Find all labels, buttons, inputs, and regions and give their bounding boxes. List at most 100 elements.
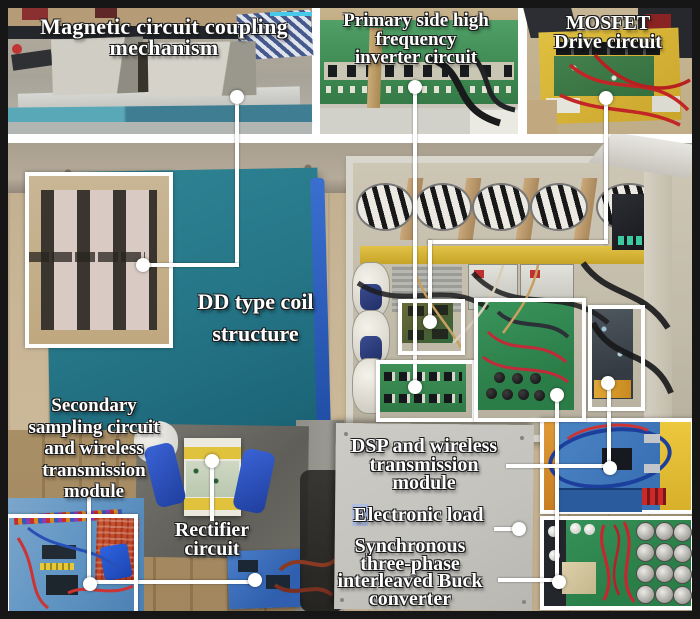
enclosure-right-wall	[644, 170, 672, 420]
silver-connector	[644, 434, 660, 443]
black-cable-graphic	[428, 51, 516, 127]
callout-dot-mosfet-top	[599, 91, 613, 105]
label-line: three-phase	[360, 552, 460, 575]
coil-tab-row	[29, 252, 145, 262]
label-buck: Synchronous three-phase interleaved Buck…	[310, 535, 510, 610]
callout-dot-eload	[512, 522, 526, 536]
highlighted-letter: E	[352, 504, 368, 526]
callout-line-secondary-h	[87, 580, 257, 584]
capacitor	[584, 524, 595, 535]
callout-dot-secondary-right	[248, 573, 262, 587]
label-line: sampling circuit	[28, 416, 160, 438]
callout-dot-darkpcb	[601, 376, 615, 390]
red-wires-graphic	[482, 310, 570, 384]
callout-dot-buck-inset	[552, 575, 566, 589]
capacitor	[673, 523, 692, 542]
red-object	[645, 14, 671, 32]
callout-line-mosfet-v1	[604, 98, 608, 244]
label-electronic-load: Electronic load	[332, 504, 504, 526]
label-line: Magnetic circuit coupling	[40, 14, 288, 39]
mcu-chip	[46, 575, 78, 595]
label-line: transmission	[369, 453, 479, 476]
capacitor	[548, 526, 559, 537]
callout-dot-primary-pcb	[408, 380, 422, 394]
screw	[340, 598, 344, 602]
colored-wires-graphic	[16, 526, 134, 610]
yellow-header	[40, 563, 74, 570]
label-line: structure	[212, 321, 299, 346]
cyan-cable	[270, 12, 312, 16]
capacitor	[636, 543, 655, 562]
label-line: lectronic load	[367, 504, 484, 526]
callout-line-secondary-v	[87, 497, 91, 584]
callout-dot-secondary-left	[83, 577, 97, 591]
label-magnetic: Magnetic circuit coupling mechanism	[16, 14, 312, 60]
callout-dot-primary-top	[408, 80, 422, 94]
shelf-wood	[8, 8, 312, 26]
component-row	[384, 372, 462, 381]
capacitor	[673, 565, 692, 584]
screw	[520, 436, 524, 440]
label-secondary: Secondary sampling circuit and wireless …	[4, 395, 184, 503]
rectifier-yellow-stripe-top	[184, 447, 241, 459]
igbt-module	[562, 562, 596, 594]
label-line: Secondary	[51, 395, 137, 416]
capacitor	[534, 390, 545, 401]
callout-dot-magnetic-top	[230, 90, 244, 104]
callout-line-bigpcb-buck	[555, 395, 559, 582]
label-mosfet: MOSFET Drive circuit	[527, 13, 689, 52]
callout-line-magnetic-v	[235, 97, 239, 267]
label-line: Rectifier	[174, 519, 250, 541]
table-edge	[8, 122, 312, 134]
long-pcb-box	[376, 360, 476, 422]
screw	[344, 432, 348, 436]
toroid-transformer	[356, 183, 414, 231]
pcb-chip	[432, 305, 448, 315]
callout-dot-coil	[136, 258, 150, 272]
relay-red-marker	[474, 270, 484, 278]
capacitor	[530, 373, 541, 384]
capacitor	[655, 585, 674, 604]
label-line: Synchronous	[354, 535, 466, 557]
capacitor	[636, 585, 655, 604]
mosfet-row	[328, 65, 448, 77]
callout-line-magnetic-h	[141, 263, 239, 267]
callout-dot-dsp-inset	[603, 461, 617, 475]
capacitor	[636, 522, 655, 541]
heatsink-row	[556, 42, 660, 55]
capacitor	[673, 544, 692, 563]
red-wires-graphic	[600, 521, 636, 603]
insulator-blue-core	[360, 336, 382, 362]
dark-pcb-box	[588, 305, 645, 411]
label-line: circuit	[184, 538, 240, 560]
red-wires-graphic	[559, 53, 691, 127]
silver-connector	[644, 464, 660, 473]
big-pcb-box	[474, 298, 586, 422]
label-line: DD type coil	[197, 289, 314, 314]
pcb-lower-section	[557, 488, 642, 512]
label-line: Primary side high	[343, 10, 489, 31]
small-pcb-box	[398, 299, 465, 355]
callout-line-primary	[413, 87, 417, 387]
pcb-chip	[42, 545, 76, 559]
capacitor	[518, 389, 529, 400]
label-line: transmission	[42, 459, 146, 481]
capacitor	[655, 564, 674, 583]
capacitor	[512, 373, 523, 384]
label-line: converter	[368, 587, 452, 610]
label-line: mechanism	[109, 35, 219, 60]
red-knob	[12, 44, 22, 54]
label-rectifier: Rectifier circuit	[152, 519, 272, 560]
capacitor	[655, 522, 674, 541]
capacitor	[494, 372, 505, 383]
label-line: and wireless	[44, 438, 144, 459]
label-line: module	[63, 481, 125, 502]
capacitor	[673, 586, 692, 605]
toroid-transformer	[414, 183, 472, 231]
white-connector	[652, 96, 680, 112]
red-object	[95, 8, 117, 18]
label-line: module	[392, 472, 456, 494]
capacitor	[636, 564, 655, 583]
buck-converter-inset	[540, 516, 695, 610]
pcb-chip	[238, 560, 258, 572]
